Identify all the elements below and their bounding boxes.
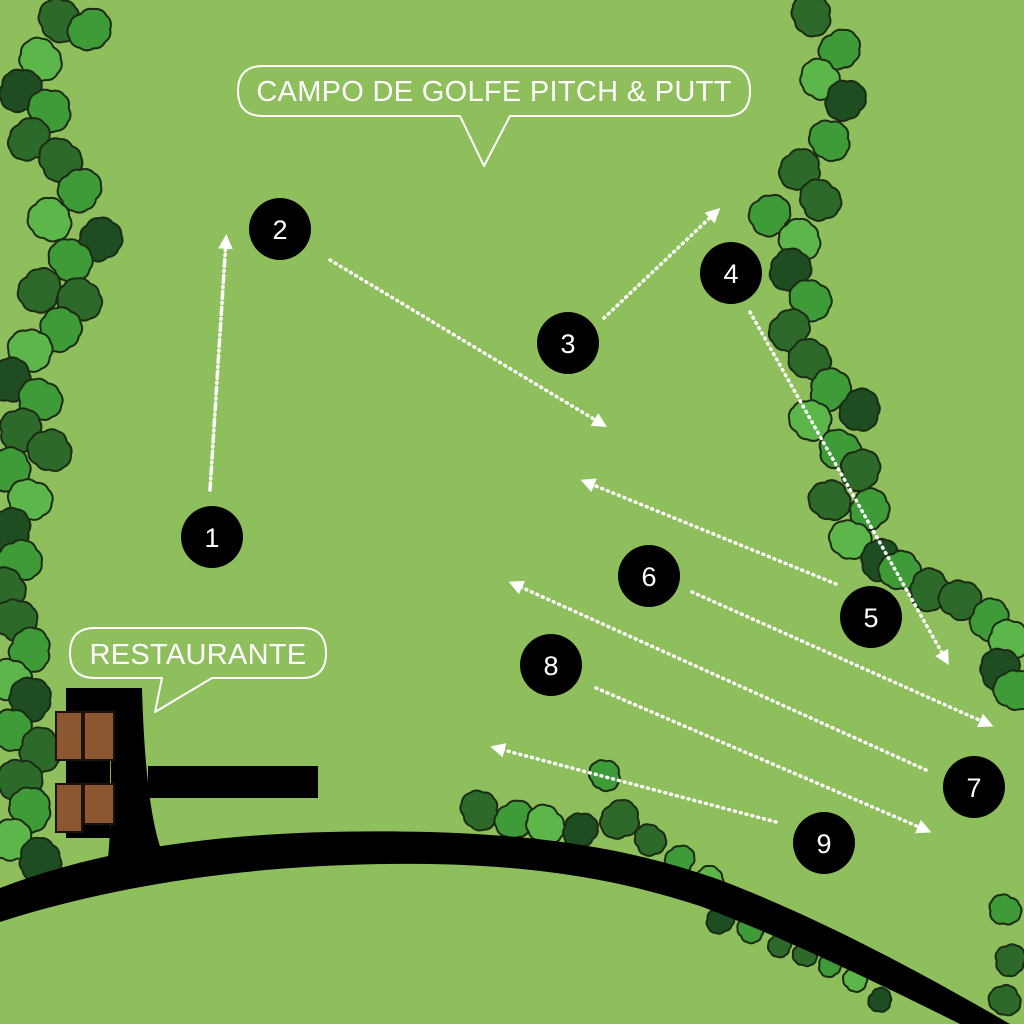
tree [26, 196, 73, 243]
tree [26, 428, 73, 473]
hole-marker-1[interactable]: 1 [181, 506, 243, 568]
hole-marker-6[interactable]: 6 [618, 545, 680, 607]
hole-marker-2[interactable]: 2 [249, 198, 311, 260]
tree [799, 178, 843, 222]
tree [790, 0, 832, 38]
shot-path-hole-6 [690, 590, 994, 728]
tree [16, 267, 62, 314]
shot-path-hole-3 [602, 207, 721, 320]
tree [807, 119, 851, 163]
hole-number: 1 [204, 523, 219, 553]
road [0, 831, 1024, 1024]
tree-line-right [747, 0, 1024, 711]
driveway [108, 688, 162, 858]
tree [598, 799, 640, 840]
tree [827, 519, 873, 560]
hole-marker-7[interactable]: 7 [943, 756, 1005, 818]
tree [459, 789, 499, 832]
tree [66, 7, 112, 52]
tree [838, 387, 881, 432]
tree [992, 669, 1024, 711]
tree [777, 148, 821, 191]
hole-number: 7 [966, 773, 981, 803]
tree [987, 983, 1022, 1017]
restaurant-callout: RESTAURANTE [69, 627, 327, 713]
hole-marker-9[interactable]: 9 [793, 812, 855, 874]
tree [824, 79, 867, 123]
shot-path-hole-8 [594, 686, 932, 834]
tree [562, 812, 599, 850]
hole-number: 3 [560, 329, 575, 359]
tree [787, 399, 833, 442]
hole-number: 9 [816, 829, 831, 859]
shot-path-hole-4 [748, 310, 949, 666]
restaurant-label: RESTAURANTE [89, 639, 306, 671]
hole-number: 8 [543, 651, 558, 681]
tree [807, 479, 852, 522]
course-title-callout: CAMPO DE GOLFE PITCH & PUTT [237, 65, 751, 167]
shot-path-hole-7 [508, 580, 928, 772]
tree [747, 193, 792, 238]
tree [867, 986, 893, 1013]
hole-marker-8[interactable]: 8 [520, 634, 582, 696]
tree [633, 823, 668, 857]
shot-path-hole-9 [490, 743, 778, 824]
hole-marker-3[interactable]: 3 [537, 312, 599, 374]
shot-path-hole-2 [328, 258, 608, 428]
tree [994, 943, 1024, 978]
hole-number: 2 [272, 215, 287, 245]
hole-number: 6 [641, 562, 656, 592]
hole-marker-5[interactable]: 5 [840, 586, 902, 648]
course-title: CAMPO DE GOLFE PITCH & PUTT [256, 76, 731, 108]
hole-number: 4 [723, 259, 738, 289]
parking-area [148, 766, 318, 798]
hole-marker-4[interactable]: 4 [700, 242, 762, 304]
tree-line-left [0, 0, 124, 884]
shot-path-hole-1 [208, 234, 233, 492]
tree [988, 893, 1023, 926]
shot-paths [208, 207, 994, 834]
hole-number: 5 [863, 603, 878, 633]
restaurant-roof [55, 711, 115, 833]
